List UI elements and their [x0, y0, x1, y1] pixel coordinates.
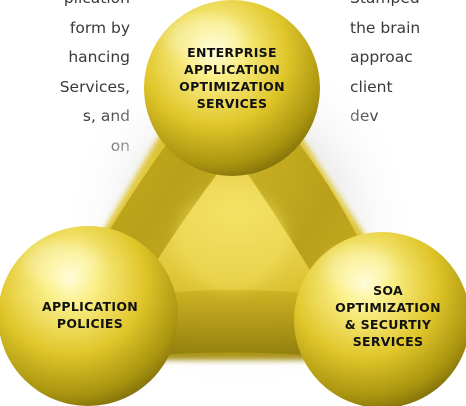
left-paragraph-line: plication	[0, 0, 130, 14]
node-label-application-policies: APPLICATION POLICIES	[20, 298, 160, 332]
node-label-line: OPTIMIZATION	[179, 79, 285, 94]
left-paragraph-line: Services,	[59, 77, 130, 96]
node-label-line: SOA	[373, 283, 403, 298]
node-label-line: SERVICES	[352, 334, 424, 349]
left-paragraph-line: hancing	[68, 48, 130, 66]
node-label-enterprise-services: ENTERPRISE APPLICATION OPTIMIZATION SERV…	[167, 44, 297, 112]
right-paragraph-line: approac	[350, 48, 413, 66]
right-paragraph: Stamped the brain approac client dev	[350, 0, 466, 132]
sphere-left	[0, 226, 178, 406]
right-paragraph-line: the brain	[350, 18, 421, 37]
node-label-soa-services: SOA OPTIMIZATION & SECURTIY SERVICES	[318, 282, 458, 350]
node-label-line: POLICIES	[56, 316, 124, 331]
right-paragraph-line: client	[350, 77, 393, 96]
sphere-right	[294, 232, 466, 406]
node-label-line: ENTERPRISE	[187, 45, 277, 60]
sphere-top	[144, 0, 320, 176]
right-paragraph-line: Stamped	[350, 0, 466, 14]
left-paragraph-line: form by	[69, 18, 130, 37]
node-label-line: OPTIMIZATION	[335, 300, 441, 315]
node-label-line: APPLICATION	[183, 62, 281, 77]
node-label-line: SERVICES	[196, 96, 268, 111]
node-label-line: APPLICATION	[41, 299, 139, 314]
node-label-line: & SECURTIY	[344, 317, 432, 332]
